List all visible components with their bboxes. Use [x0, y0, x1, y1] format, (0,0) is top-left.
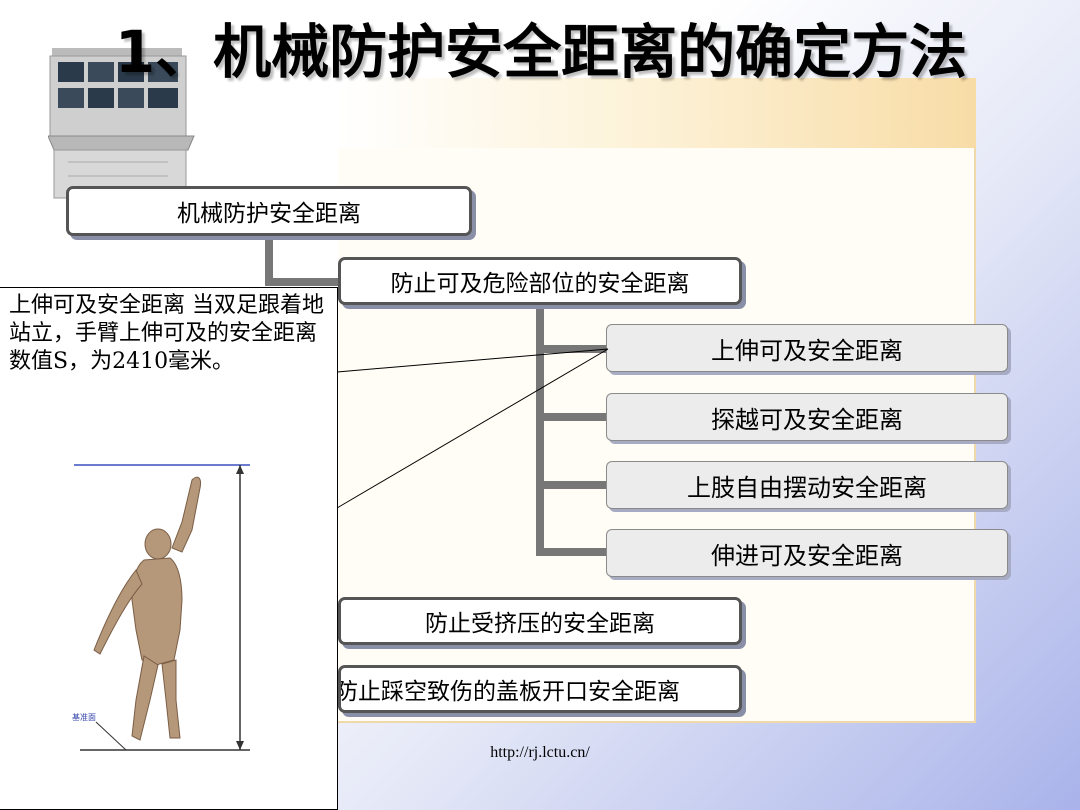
- node-upward-reach[interactable]: 上伸可及安全距离: [606, 324, 1008, 372]
- callout-text: 上伸可及安全距离 当双足跟着地站立，手臂上伸可及的安全距离数值S，为2410毫米…: [9, 293, 324, 374]
- node-cover-opening[interactable]: 防止踩空致伤的盖板开口安全距离: [338, 665, 742, 713]
- node-over-reach[interactable]: 探越可及安全距离: [606, 393, 1008, 441]
- root-node[interactable]: 机械防护安全距离: [66, 186, 472, 236]
- connector: [265, 278, 345, 286]
- node-reach-in[interactable]: 伸进可及安全距离: [606, 529, 1008, 577]
- node-label: 防止受挤压的安全距离: [425, 611, 655, 637]
- connector: [265, 236, 273, 286]
- footer-url[interactable]: http://rj.lctu.cn/: [490, 744, 590, 761]
- node-reach-danger[interactable]: 防止可及危险部位的安全距离: [338, 257, 742, 305]
- node-label: 上肢自由摆动安全距离: [687, 473, 927, 502]
- connector: [536, 345, 608, 353]
- node-crush[interactable]: 防止受挤压的安全距离: [338, 597, 742, 645]
- node-label: 防止可及危险部位的安全距离: [390, 271, 690, 297]
- slide-title: 1、机械防护安全距离的确定方法: [114, 18, 968, 86]
- root-node-label: 机械防护安全距离: [177, 201, 361, 227]
- connector: [536, 413, 608, 421]
- connector: [536, 303, 544, 555]
- connector: [536, 548, 608, 556]
- node-label: 伸进可及安全距离: [711, 541, 903, 570]
- title-band: [338, 78, 976, 148]
- node-label: 探越可及安全距离: [711, 405, 903, 434]
- node-label: 防止踩空致伤的盖板开口安全距离: [338, 679, 680, 705]
- node-label: 上伸可及安全距离: [711, 336, 903, 365]
- node-arm-swing[interactable]: 上肢自由摆动安全距离: [606, 461, 1008, 509]
- human-figure-illustration: 基准面: [72, 464, 250, 751]
- datum-label: 基准面: [72, 712, 96, 722]
- connector: [536, 481, 608, 489]
